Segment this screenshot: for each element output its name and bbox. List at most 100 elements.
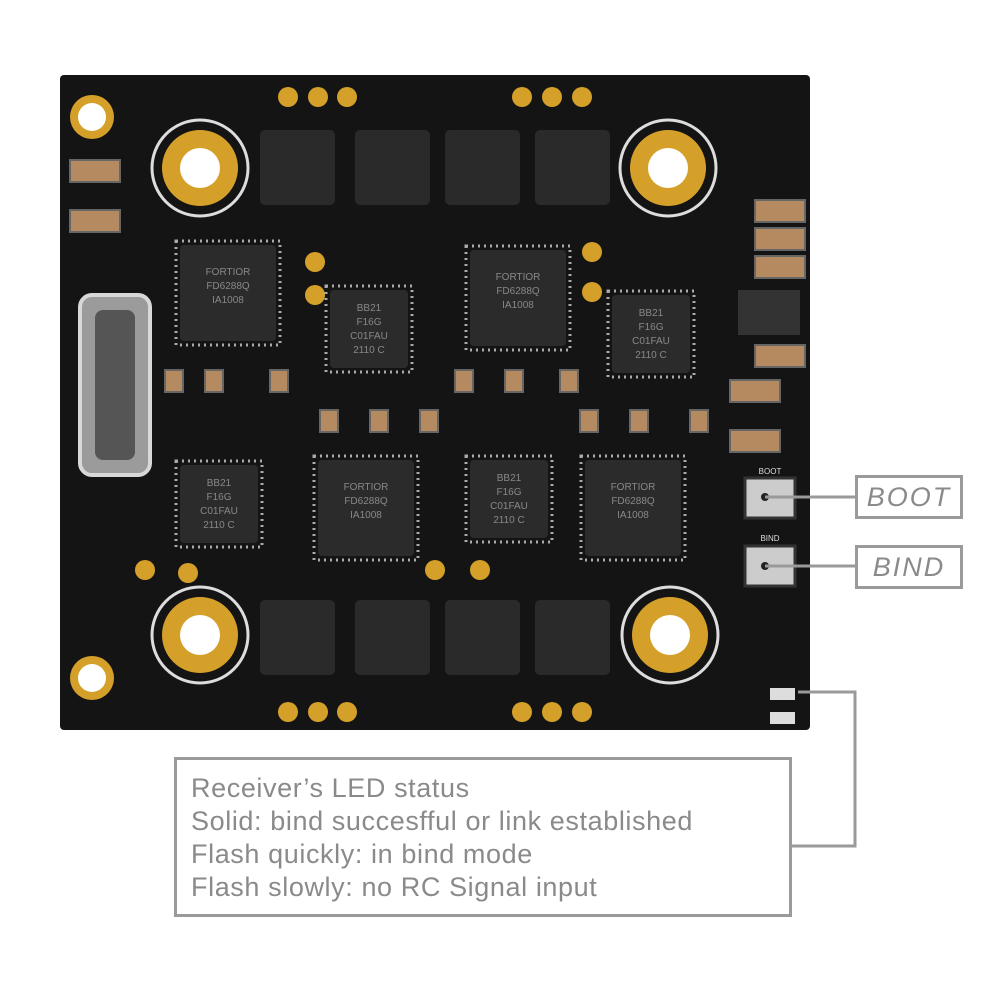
mosfet <box>445 600 520 675</box>
boot-callout: BOOT <box>855 475 963 519</box>
mosfet <box>445 130 520 205</box>
chips: FORTIORFD6288QIA1008FORTIORFD6288QIA1008… <box>69 130 806 675</box>
svg-text:IA1008: IA1008 <box>502 300 534 311</box>
mounting-hole <box>618 118 718 218</box>
bind-callout: BIND <box>855 545 963 589</box>
solder-pad <box>308 87 328 107</box>
pcb-board <box>60 75 810 730</box>
mcu-chip <box>612 295 690 373</box>
svg-text:F16G: F16G <box>496 487 521 498</box>
solder-pad <box>572 702 592 722</box>
solder-pad <box>178 563 198 583</box>
callout-lines <box>765 495 857 848</box>
mcu-chip <box>330 290 408 368</box>
driver-chip <box>585 460 681 556</box>
passive-component <box>754 255 806 279</box>
svg-text:C01FAU: C01FAU <box>200 506 238 517</box>
solder-pad <box>305 285 325 305</box>
led-status-callout: Receiver’s LED status Solid: bind succes… <box>174 757 792 917</box>
passive-component <box>204 369 224 393</box>
passive-component <box>504 369 524 393</box>
svg-text:IA1008: IA1008 <box>617 510 649 521</box>
led <box>770 688 795 700</box>
passive-component <box>689 409 709 433</box>
inductor <box>738 290 800 335</box>
mcu-chip <box>470 460 548 538</box>
passive-component <box>69 159 121 183</box>
svg-text:FD6288Q: FD6288Q <box>344 496 388 507</box>
passive-component <box>419 409 439 433</box>
mounting-holes <box>70 87 720 722</box>
solder-pad <box>512 702 532 722</box>
svg-text:FORTIOR: FORTIOR <box>496 272 541 283</box>
svg-text:2110 C: 2110 C <box>203 520 235 531</box>
passive-component <box>269 369 289 393</box>
svg-text:FORTIOR: FORTIOR <box>344 482 389 493</box>
solder-pad <box>135 560 155 580</box>
led <box>770 712 795 724</box>
passive-component <box>69 209 121 233</box>
led-status-line: Flash slowly: no RC Signal input <box>191 872 598 902</box>
svg-text:2110 C: 2110 C <box>493 515 525 526</box>
passive-component <box>754 227 806 251</box>
solder-pad <box>425 560 445 580</box>
mosfet <box>355 600 430 675</box>
mosfet <box>260 130 335 205</box>
solder-pad <box>337 87 357 107</box>
passive-component <box>454 369 474 393</box>
solder-pad <box>337 702 357 722</box>
svg-text:C01FAU: C01FAU <box>632 336 670 347</box>
passive-component <box>754 344 806 368</box>
svg-text:FORTIOR: FORTIOR <box>611 482 656 493</box>
mcu-chip <box>180 465 258 543</box>
solder-pad <box>582 242 602 262</box>
solder-pad <box>470 560 490 580</box>
mounting-hole <box>620 585 720 685</box>
svg-text:IA1008: IA1008 <box>212 295 244 306</box>
svg-text:FD6288Q: FD6288Q <box>611 496 655 507</box>
passive-component <box>559 369 579 393</box>
mounting-hole <box>150 118 250 218</box>
silk-boot: BOOT <box>759 467 782 476</box>
svg-text:F16G: F16G <box>206 492 231 503</box>
solder-pad <box>542 702 562 722</box>
svg-text:FD6288Q: FD6288Q <box>206 281 250 292</box>
svg-text:FORTIOR: FORTIOR <box>206 267 251 278</box>
silk-bind: BIND <box>760 534 779 543</box>
led-status-title: Receiver’s LED status <box>191 773 470 803</box>
solder-pad <box>278 87 298 107</box>
passive-component <box>729 379 781 403</box>
svg-text:BB21: BB21 <box>207 478 232 489</box>
driver-chip <box>318 460 414 556</box>
svg-text:2110 C: 2110 C <box>635 350 667 361</box>
svg-text:BB21: BB21 <box>497 473 522 484</box>
passive-component <box>629 409 649 433</box>
solder-pad <box>305 252 325 272</box>
mosfet <box>535 600 610 675</box>
solder-pad <box>512 87 532 107</box>
solder-pad <box>572 87 592 107</box>
svg-text:BB21: BB21 <box>357 303 382 314</box>
passive-component <box>729 429 781 453</box>
mosfet <box>355 130 430 205</box>
svg-text:F16G: F16G <box>638 322 663 333</box>
svg-text:C01FAU: C01FAU <box>490 501 528 512</box>
led-status-line: Flash quickly: in bind mode <box>191 839 533 869</box>
solder-pad <box>542 87 562 107</box>
mounting-hole <box>150 585 250 685</box>
svg-text:IA1008: IA1008 <box>350 510 382 521</box>
svg-text:2110 C: 2110 C <box>353 345 385 356</box>
solder-pad <box>582 282 602 302</box>
passive-component <box>579 409 599 433</box>
passive-component <box>319 409 339 433</box>
svg-text:F16G: F16G <box>356 317 381 328</box>
passive-component <box>369 409 389 433</box>
svg-text:BB21: BB21 <box>639 308 664 319</box>
mosfet <box>260 600 335 675</box>
svg-text:C01FAU: C01FAU <box>350 331 388 342</box>
passive-component <box>164 369 184 393</box>
passive-component <box>754 199 806 223</box>
mosfet <box>535 130 610 205</box>
svg-text:FD6288Q: FD6288Q <box>496 286 540 297</box>
